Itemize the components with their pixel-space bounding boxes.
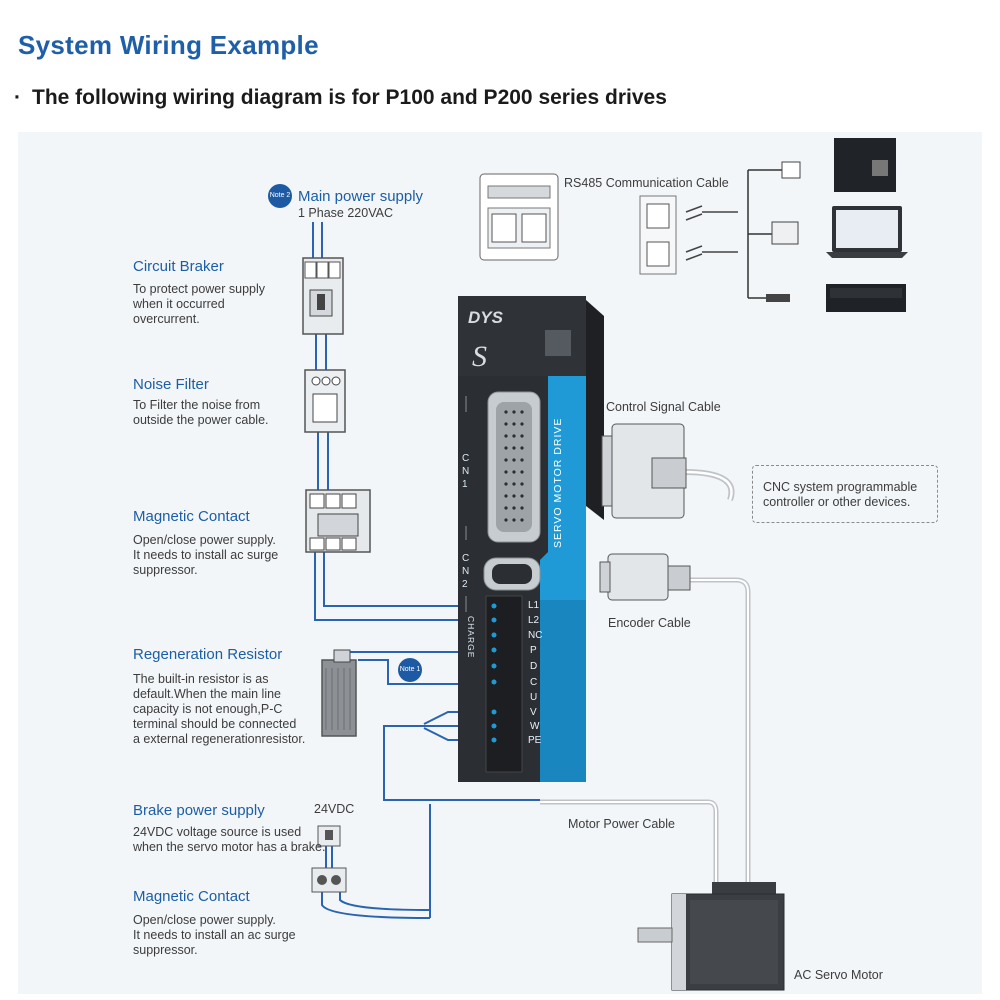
drive-cn2-label: CN2 bbox=[462, 553, 471, 590]
circuit-breaker-title: Circuit Braker bbox=[133, 258, 224, 275]
page-subtitle: ·The following wiring diagram is for P10… bbox=[14, 86, 667, 109]
laptop-icon bbox=[826, 206, 908, 258]
regen-resistor-title: Regeneration Resistor bbox=[133, 646, 283, 663]
brake-wires bbox=[321, 804, 431, 919]
page-title: System Wiring Example bbox=[18, 30, 319, 60]
magnetic-contact-device-1 bbox=[305, 489, 371, 553]
terminal-d: D bbox=[530, 661, 538, 672]
rs485-port-detail bbox=[479, 173, 559, 261]
magnetic-contact-2-title: Magnetic Contact bbox=[133, 888, 250, 905]
terminal-l2: L2 bbox=[528, 615, 540, 626]
drive-charge-label: CHARGE bbox=[466, 616, 476, 659]
terminal-v: W bbox=[530, 721, 540, 732]
brake-power-title: Brake power supply bbox=[133, 802, 265, 819]
terminal-nc: NC bbox=[528, 630, 543, 641]
terminal-p: P bbox=[530, 645, 537, 656]
motor-power-cable bbox=[540, 799, 719, 892]
servo-motor-label: AC Servo Motor bbox=[794, 968, 883, 982]
drive-brand: DYS bbox=[468, 308, 503, 327]
rs485-bus bbox=[747, 169, 782, 299]
regen-resistor-wires bbox=[340, 651, 470, 685]
pin-plug bbox=[766, 294, 790, 302]
magnetic-contact-1-title: Magnetic Contact bbox=[133, 508, 250, 525]
magnetic-contact-1-desc: Open/close power supply.It needs to inst… bbox=[133, 533, 279, 577]
ac-servo-motor bbox=[637, 882, 785, 991]
terminal-n: U bbox=[530, 692, 538, 703]
terminal-w: PE bbox=[528, 735, 542, 746]
magnetic-contact-2-desc: Open/close power supply.It needs to inst… bbox=[133, 913, 296, 957]
encoder-label: Encoder Cable bbox=[608, 616, 691, 630]
controller-icon bbox=[826, 284, 906, 312]
circuit-breaker-device bbox=[302, 257, 344, 335]
drive-model-letter: S bbox=[472, 340, 487, 373]
main-power-wires bbox=[312, 222, 470, 621]
drive-side-text: SERVO MOTOR DRIVE bbox=[552, 417, 564, 548]
regen-resistor-device bbox=[321, 649, 357, 737]
brake-supply-device bbox=[311, 825, 347, 893]
note-1-badge: Note 1 bbox=[398, 658, 422, 682]
dys-device-icon bbox=[834, 138, 896, 192]
brake-voltage-label: 24VDC bbox=[314, 802, 355, 816]
control-signal-cable bbox=[683, 469, 735, 502]
rs485-ports bbox=[639, 195, 738, 275]
rj45-plug bbox=[781, 161, 801, 179]
noise-filter-device bbox=[304, 369, 346, 433]
encoder-connector bbox=[599, 553, 691, 601]
note-2-badge: Note 2 bbox=[268, 184, 292, 208]
terminal-l1: L1 bbox=[528, 600, 540, 611]
servo-drive bbox=[458, 296, 604, 782]
drive-cn1-label: CN1 bbox=[462, 453, 471, 490]
noise-filter-title: Noise Filter bbox=[133, 376, 209, 393]
encoder-cable bbox=[690, 577, 751, 892]
control-signal-connector bbox=[601, 423, 687, 519]
db9-plug bbox=[771, 221, 799, 245]
motor-power-label: Motor Power Cable bbox=[568, 817, 675, 831]
terminal-c: C bbox=[530, 677, 538, 688]
control-signal-label: Control Signal Cable bbox=[606, 400, 721, 414]
main-power-sub: 1 Phase 220VAC bbox=[298, 206, 393, 220]
terminal-u: V bbox=[530, 707, 537, 718]
rs485-label: RS485 Communication Cable bbox=[564, 176, 729, 190]
main-power-title: Main power supply bbox=[298, 188, 424, 205]
